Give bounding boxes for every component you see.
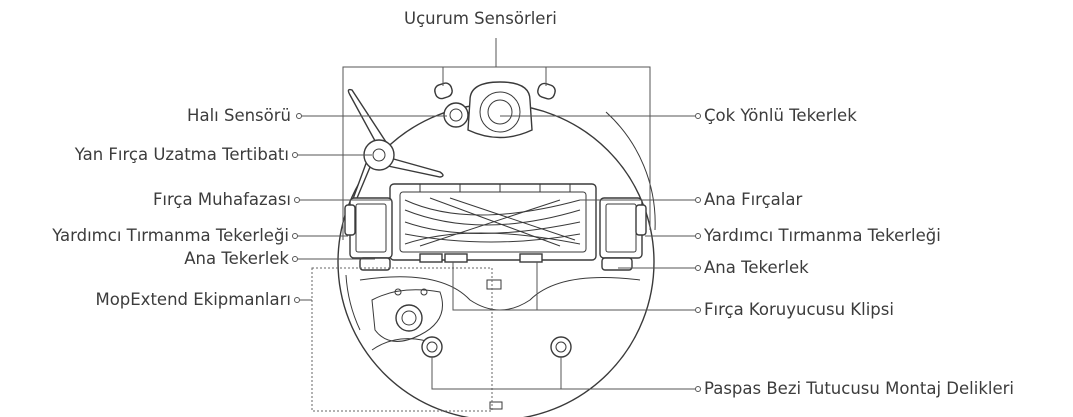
mop-holder-holes: [421, 336, 572, 358]
label-mopextend: MopExtend Ekipmanları: [95, 290, 291, 309]
leader-lines: [292, 38, 701, 392]
right-wheels: [599, 197, 647, 271]
label-mop-holder-holes: Paspas Bezi Tutucusu Montaj Delikleri: [704, 379, 1014, 398]
mopextend-region: [311, 267, 493, 412]
label-main-brushes: Ana Fırçalar: [704, 190, 803, 209]
omni-wheel: [467, 81, 533, 139]
label-aux-climbing-wheel-right: Yardımcı Tırmanma Tekerleği: [704, 226, 941, 245]
carpet-sensor: [443, 102, 469, 128]
label-cliff-sensors: Uçurum Sensörleri: [404, 9, 557, 28]
cliff-sensors: [434, 82, 556, 100]
label-carpet-sensor: Halı Sensörü: [187, 106, 291, 125]
mopextend-module: [371, 288, 443, 351]
label-aux-climbing-wheel-left: Yardımcı Tırmanma Tekerleği: [52, 226, 289, 245]
brush-housing: [389, 183, 597, 263]
label-brush-guard-clip: Fırça Koruyucusu Klipsi: [704, 300, 894, 319]
label-main-wheel-left: Ana Tekerlek: [184, 249, 289, 268]
label-brush-guard: Fırça Muhafazası: [152, 190, 291, 209]
label-main-wheel-right: Ana Tekerlek: [704, 258, 809, 277]
label-omni-wheel: Çok Yönlü Tekerlek: [704, 106, 857, 125]
label-side-brush-extension: Yan Fırça Uzatma Tertibatı: [74, 145, 289, 164]
left-wheels: [344, 197, 393, 271]
